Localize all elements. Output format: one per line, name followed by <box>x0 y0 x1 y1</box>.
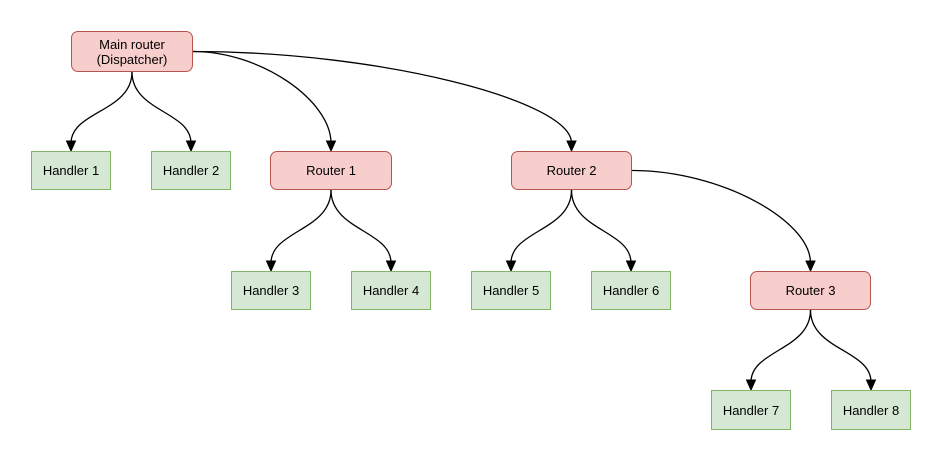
handler-node-h4: Handler 4 <box>351 271 431 310</box>
node-label: Handler 6 <box>602 283 660 298</box>
node-label: Main router <box>99 36 165 52</box>
node-label: (Dispatcher) <box>96 51 168 67</box>
node-label: Router 3 <box>785 283 836 298</box>
node-label: Router 2 <box>546 163 597 178</box>
arrowhead-icon <box>325 140 337 153</box>
node-label: Handler 5 <box>482 283 540 298</box>
edge-r3-to-h8 <box>809 309 872 383</box>
edge-r2-to-h6 <box>570 189 632 264</box>
handler-node-h1: Handler 1 <box>31 151 111 190</box>
node-label: Handler 7 <box>722 402 780 418</box>
edge-r2-to-h5 <box>510 189 573 264</box>
arrowhead-icon <box>385 260 397 273</box>
edge-main-to-r2 <box>192 50 573 144</box>
edge-r2-to-r3 <box>631 169 812 264</box>
arrowhead-icon <box>185 140 197 153</box>
node-label: Handler 1 <box>42 163 100 178</box>
arrowhead-icon <box>865 379 877 392</box>
handler-node-h7: Handler 7 <box>711 390 791 430</box>
edge-main-to-r1 <box>192 50 332 144</box>
arrowhead-icon <box>805 260 816 273</box>
edge-main-to-h2 <box>131 71 192 144</box>
arrowhead-icon <box>265 260 277 273</box>
node-label: Router 1 <box>306 163 356 178</box>
node-label: Handler 2 <box>162 163 220 178</box>
arrowhead-icon <box>625 260 637 273</box>
arrowhead-icon <box>65 140 77 153</box>
arrowhead-icon <box>745 379 757 392</box>
edge-r1-to-h3 <box>270 189 332 264</box>
handler-node-h2: Handler 2 <box>151 151 231 190</box>
handler-node-h3: Handler 3 <box>231 271 311 310</box>
handler-node-h8: Handler 8 <box>831 390 911 430</box>
handler-node-h5: Handler 5 <box>471 271 551 310</box>
node-label: Handler 8 <box>842 402 900 418</box>
edge-main-to-h1 <box>70 71 133 144</box>
arrowhead-icon <box>566 140 577 153</box>
node-label: Handler 4 <box>362 283 420 298</box>
router-node-r3: Router 3 <box>750 271 871 310</box>
router-node-main: Main router(Dispatcher) <box>71 31 193 72</box>
router-node-r1: Router 1 <box>270 151 392 190</box>
node-label: Handler 3 <box>242 283 300 298</box>
router-node-r2: Router 2 <box>511 151 632 190</box>
edge-r1-to-h4 <box>330 189 392 264</box>
arrowhead-icon <box>505 260 517 273</box>
edge-r3-to-h7 <box>750 309 812 383</box>
handler-node-h6: Handler 6 <box>591 271 671 310</box>
